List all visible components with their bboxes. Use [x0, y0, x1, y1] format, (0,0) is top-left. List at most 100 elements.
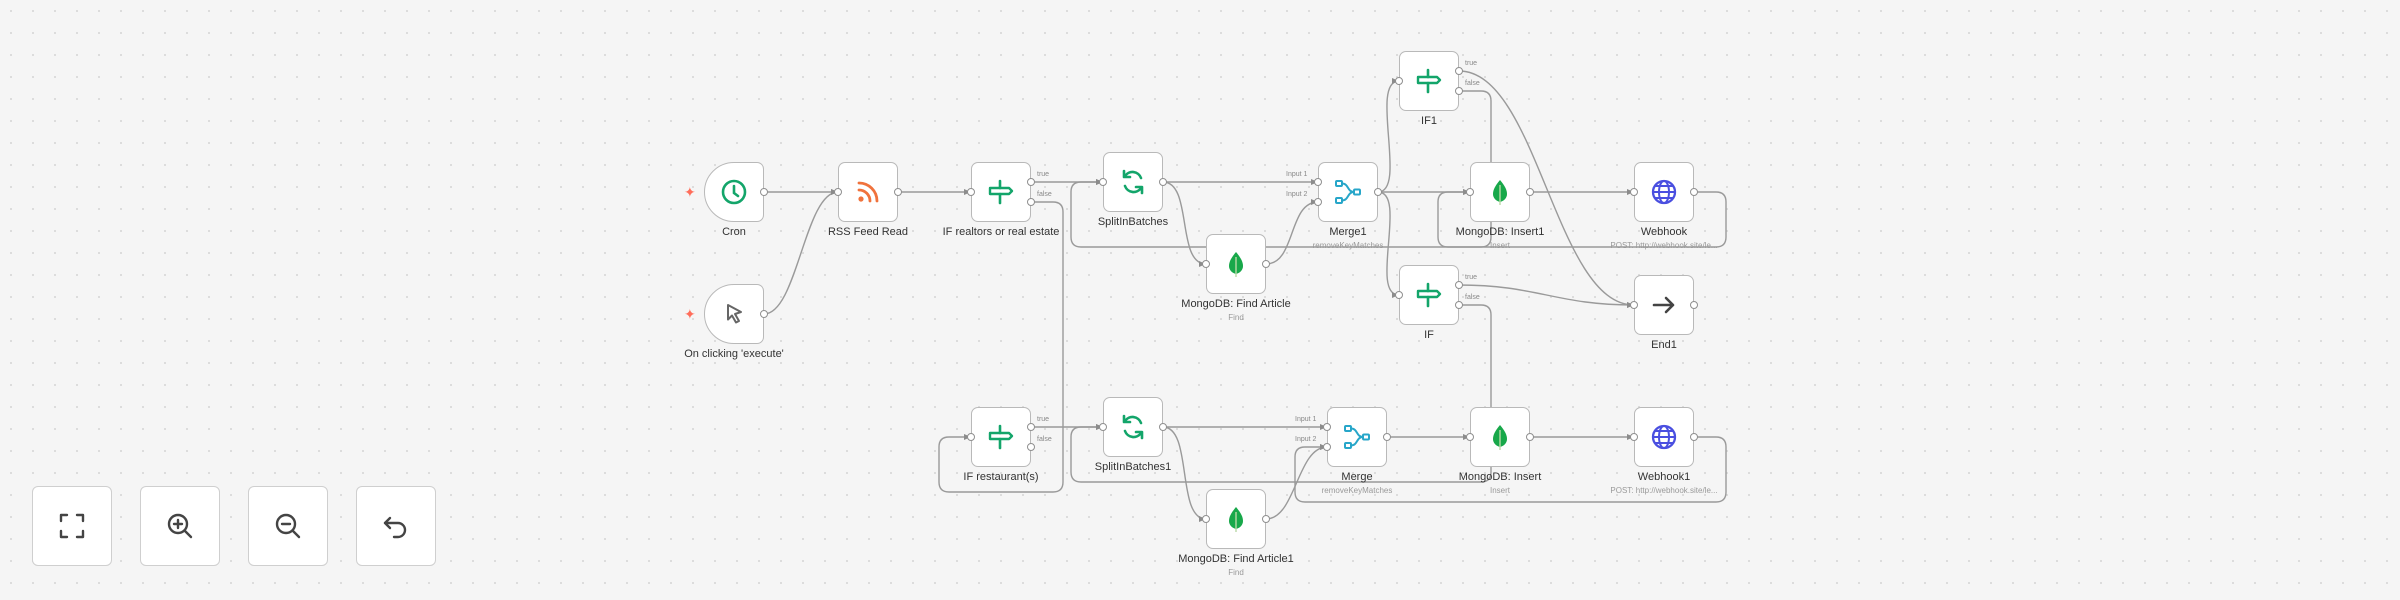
node-find1[interactable]: [1206, 489, 1266, 549]
node-end1[interactable]: [1634, 275, 1694, 335]
zoom-in-button[interactable]: [140, 486, 220, 566]
if-icon: [1416, 68, 1442, 94]
node-label: On clicking 'execute': [684, 348, 784, 360]
output-port[interactable]: [1455, 87, 1463, 95]
input-port[interactable]: [1202, 515, 1210, 523]
undo-icon: [383, 516, 407, 539]
output-port[interactable]: [760, 310, 768, 318]
output-port[interactable]: [760, 188, 768, 196]
node-label: IF realtors or real estate: [942, 226, 1060, 238]
output-port[interactable]: [1027, 443, 1035, 451]
input-port[interactable]: [1630, 301, 1638, 309]
input-port[interactable]: [1323, 443, 1331, 451]
connection-ifX-to-end1[interactable]: [1458, 284, 1635, 308]
mongodb-icon: [1493, 425, 1507, 450]
port-label: Input 1: [1295, 416, 1317, 423]
output-port[interactable]: [1690, 188, 1698, 196]
node-split1[interactable]: [1103, 397, 1163, 457]
output-port[interactable]: [1374, 188, 1382, 196]
zoom-out-icon: [275, 513, 301, 539]
node-subtitle: POST: http://webhook.site/le...: [1610, 486, 1718, 495]
port-label: true: [1465, 274, 1478, 281]
input-port[interactable]: [1395, 77, 1403, 85]
connection-find1-to-merge[interactable]: [1265, 444, 1328, 520]
input-port[interactable]: [1314, 178, 1322, 186]
input-port[interactable]: [1630, 188, 1638, 196]
merge-icon: [1335, 180, 1361, 204]
input-port[interactable]: [967, 188, 975, 196]
fit-button[interactable]: [32, 486, 112, 566]
node-ifRest[interactable]: [971, 407, 1031, 467]
port-label: Input 2: [1286, 191, 1308, 198]
trigger-bolt-icon: ✦: [684, 306, 696, 322]
node-label: RSS Feed Read: [827, 226, 909, 238]
output-port[interactable]: [1690, 301, 1698, 309]
input-port[interactable]: [1099, 178, 1107, 186]
input-port[interactable]: [1466, 433, 1474, 441]
globe-icon: [1651, 179, 1677, 205]
node-ifReal[interactable]: [971, 162, 1031, 222]
node-subtitle: Insert: [1489, 241, 1510, 250]
input-port[interactable]: [1202, 260, 1210, 268]
output-port[interactable]: [1455, 67, 1463, 75]
if-icon: [988, 424, 1014, 450]
connection-manual-to-rss[interactable]: [763, 189, 839, 315]
node-subtitle: Find: [1228, 313, 1244, 322]
input-port[interactable]: [1630, 433, 1638, 441]
node-subtitle: Find: [1228, 568, 1244, 577]
node-cron[interactable]: [704, 162, 764, 222]
output-port[interactable]: [1159, 178, 1167, 186]
refresh-icon: [1122, 414, 1144, 440]
node-if1[interactable]: [1399, 51, 1459, 111]
node-insert[interactable]: [1470, 407, 1530, 467]
node-subtitle: removeKeyMatches: [1321, 486, 1393, 495]
node-split[interactable]: [1103, 152, 1163, 212]
port-label: false: [1465, 294, 1480, 301]
node-rss[interactable]: [838, 162, 898, 222]
connection-split1-to-find1[interactable]: [1162, 426, 1207, 522]
fullscreen-icon: [59, 513, 85, 539]
port-label: true: [1037, 171, 1050, 178]
port-label: Input 1: [1286, 171, 1308, 178]
output-port[interactable]: [1690, 433, 1698, 441]
output-port[interactable]: [1455, 301, 1463, 309]
input-port[interactable]: [1314, 198, 1322, 206]
node-web[interactable]: [1634, 162, 1694, 222]
input-port[interactable]: [1395, 291, 1403, 299]
output-port[interactable]: [1526, 433, 1534, 441]
input-port[interactable]: [1466, 188, 1474, 196]
arrow-right-icon: [1652, 296, 1675, 314]
output-port[interactable]: [1027, 198, 1035, 206]
mongodb-icon: [1229, 507, 1243, 532]
output-port[interactable]: [1383, 433, 1391, 441]
node-subtitle: POST: http://webhook.site/le...: [1610, 241, 1718, 250]
output-port[interactable]: [1027, 178, 1035, 186]
input-port[interactable]: [834, 188, 842, 196]
input-port[interactable]: [1323, 423, 1331, 431]
output-port[interactable]: [1526, 188, 1534, 196]
node-merge1[interactable]: [1318, 162, 1378, 222]
node-manual[interactable]: [704, 284, 764, 344]
node-merge[interactable]: [1327, 407, 1387, 467]
rss-icon: [857, 181, 879, 203]
output-port[interactable]: [1027, 423, 1035, 431]
output-port[interactable]: [1159, 423, 1167, 431]
output-port[interactable]: [894, 188, 902, 196]
node-label: Webhook1: [1637, 471, 1691, 483]
reset-button[interactable]: [356, 486, 436, 566]
node-find[interactable]: [1206, 234, 1266, 294]
input-port[interactable]: [1099, 423, 1107, 431]
output-port[interactable]: [1262, 260, 1270, 268]
node-label: MongoDB: Find Article: [1181, 298, 1291, 310]
node-ifX[interactable]: [1399, 265, 1459, 325]
zoom-out-button[interactable]: [248, 486, 328, 566]
node-label: Merge: [1341, 471, 1373, 483]
output-port[interactable]: [1455, 281, 1463, 289]
input-port[interactable]: [967, 433, 975, 441]
output-port[interactable]: [1262, 515, 1270, 523]
node-insert1[interactable]: [1470, 162, 1530, 222]
connection-merge1-to-if1[interactable]: [1377, 78, 1400, 193]
node-web1[interactable]: [1634, 407, 1694, 467]
node-label: Merge1: [1329, 226, 1367, 238]
node-label: End1: [1651, 339, 1677, 351]
